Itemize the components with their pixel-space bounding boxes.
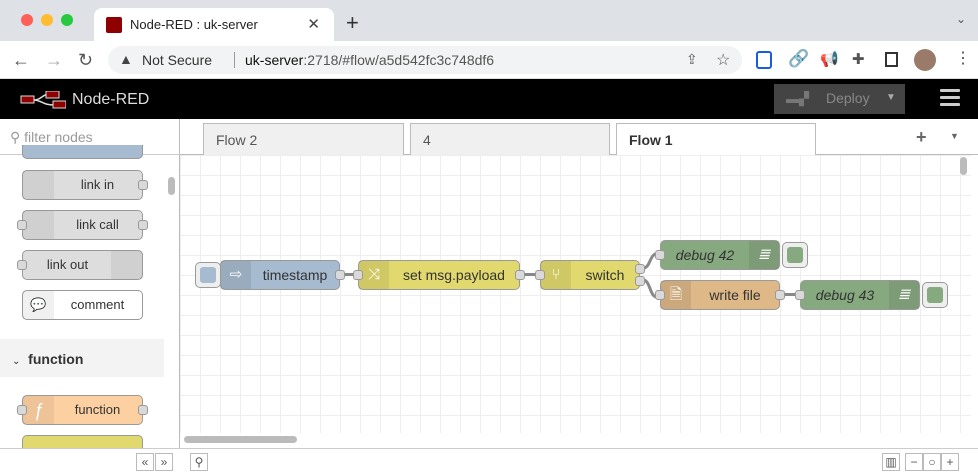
avatar[interactable] bbox=[914, 49, 936, 71]
palette-node-link-call[interactable]: link call bbox=[17, 210, 148, 240]
tab-flow-2[interactable]: Flow 2 bbox=[203, 123, 404, 155]
link-extension-icon[interactable]: 🔗 bbox=[788, 49, 810, 68]
deploy-label: Deploy bbox=[826, 90, 870, 106]
expand-all-button[interactable]: » bbox=[155, 453, 173, 471]
tab-title: Node-RED : uk-server bbox=[130, 17, 258, 32]
workspace-horizontal-scrollbar[interactable] bbox=[184, 436, 297, 443]
comment-icon: 💬 bbox=[23, 291, 54, 319]
palette-scrollbar[interactable] bbox=[168, 177, 175, 195]
url-text: uk-server:2718/#flow/a5d542fc3c748df6 bbox=[234, 52, 494, 68]
deploy-button[interactable]: ▬▞ Deploy ▼ bbox=[774, 84, 905, 114]
tab-flow-1[interactable]: Flow 1 bbox=[616, 123, 816, 156]
extensions-puzzle-icon[interactable]: ✚ bbox=[852, 51, 865, 68]
debug-list-icon: ≣ bbox=[749, 241, 779, 269]
flow-node-timestamp[interactable]: ⇨timestamp bbox=[220, 260, 345, 290]
workspace[interactable]: ⇨timestamp ⤨set msg.payload ⑂switch debu… bbox=[180, 155, 971, 433]
add-flow-icon[interactable]: + bbox=[916, 127, 927, 147]
palette-node-comment[interactable]: 💬comment bbox=[22, 290, 143, 320]
address-bar-row: ← → ↻ ▲ Not Secure uk-server:2718/#flow/… bbox=[0, 41, 978, 79]
browser-tab-bar: Node-RED : uk-server ✕ + ⌄ bbox=[0, 0, 978, 42]
link-out-icon bbox=[111, 251, 142, 279]
nodered-logo-icon bbox=[20, 91, 66, 109]
tab-search-chevron-icon[interactable]: ⌄ bbox=[955, 12, 966, 26]
shuffle-icon: ⤨ bbox=[359, 261, 389, 289]
palette-footer: « » bbox=[0, 448, 180, 474]
search-flows-icon[interactable]: ⚲ bbox=[190, 453, 208, 471]
zoom-reset-button[interactable]: ○ bbox=[923, 453, 941, 471]
bookmark-star-icon[interactable]: ☆ bbox=[716, 52, 731, 69]
navigator-map-icon[interactable]: ▥ bbox=[882, 453, 900, 471]
flow-node-debug-43[interactable]: debug 43≣ bbox=[795, 280, 920, 310]
flow-node-write-file[interactable]: 🗎write file bbox=[655, 280, 785, 310]
filter-placeholder: filter nodes bbox=[24, 129, 93, 145]
favicon-icon bbox=[106, 17, 122, 33]
debug-42-toggle-button[interactable] bbox=[782, 242, 808, 268]
switch-icon: ⑂ bbox=[541, 261, 571, 289]
palette: ⚲ filter nodes link in link call link ou… bbox=[0, 119, 180, 474]
zoom-out-button[interactable]: − bbox=[905, 453, 923, 471]
flow-node-switch[interactable]: ⑂switch bbox=[535, 260, 645, 290]
main-menu-icon[interactable] bbox=[940, 89, 960, 110]
tab-list-dropdown-icon[interactable]: ▼ bbox=[950, 131, 959, 141]
nodered-header: Node-RED ▬▞ Deploy ▼ bbox=[0, 79, 978, 119]
search-icon: ⚲ bbox=[10, 129, 21, 145]
forward-icon[interactable]: → bbox=[45, 50, 63, 70]
close-window-button[interactable] bbox=[21, 14, 33, 26]
deploy-icon: ▬▞ bbox=[786, 91, 809, 106]
flow-node-set-msg-payload[interactable]: ⤨set msg.payload bbox=[353, 260, 525, 290]
security-label: Not Secure bbox=[142, 52, 213, 68]
megaphone-extension-icon[interactable]: 📢 bbox=[820, 51, 839, 68]
collapse-all-button[interactable]: « bbox=[136, 453, 154, 471]
workspace-footer: ⚲ ▥ − ○ + bbox=[180, 448, 978, 474]
back-icon[interactable]: ← bbox=[12, 50, 30, 70]
close-tab-icon[interactable]: ✕ bbox=[307, 16, 320, 33]
side-panel-icon[interactable] bbox=[885, 52, 898, 67]
inject-trigger-button[interactable] bbox=[195, 262, 221, 288]
workspace-vertical-scrollbar[interactable] bbox=[960, 157, 967, 175]
palette-node-link-out[interactable]: link out bbox=[17, 250, 143, 280]
deploy-dropdown-icon[interactable]: ▼ bbox=[886, 92, 896, 103]
chevron-down-icon: ⌄ bbox=[12, 356, 21, 367]
share-icon[interactable]: ⇪ bbox=[686, 51, 698, 67]
maximize-window-button[interactable] bbox=[61, 14, 73, 26]
app-name: Node-RED bbox=[72, 91, 150, 108]
reload-icon[interactable]: ↻ bbox=[78, 50, 94, 70]
palette-node-switch[interactable] bbox=[22, 435, 143, 449]
palette-node-link-in[interactable]: link in bbox=[22, 170, 148, 200]
new-tab-button[interactable]: + bbox=[346, 10, 359, 35]
minimize-window-button[interactable] bbox=[41, 14, 53, 26]
debug-list-icon: ≣ bbox=[889, 281, 919, 309]
link-in-icon bbox=[23, 171, 54, 199]
bitwarden-extension-icon[interactable] bbox=[756, 51, 772, 69]
palette-node-partial[interactable] bbox=[22, 145, 143, 159]
flow-tabs: Flow 2 4 Flow 1 + ▼ bbox=[180, 119, 978, 156]
browser-tab[interactable]: Node-RED : uk-server ✕ bbox=[94, 8, 334, 42]
browser-menu-icon[interactable]: ⋮ bbox=[955, 50, 971, 67]
link-call-icon bbox=[23, 211, 54, 239]
warning-icon: ▲ bbox=[119, 51, 133, 67]
inject-arrow-icon: ⇨ bbox=[221, 261, 251, 289]
function-icon: ƒ bbox=[23, 396, 54, 424]
url-field[interactable]: ▲ Not Secure uk-server:2718/#flow/a5d542… bbox=[108, 46, 742, 74]
zoom-in-button[interactable]: + bbox=[941, 453, 959, 471]
file-icon: 🗎 bbox=[661, 281, 691, 309]
tab-4[interactable]: 4 bbox=[410, 123, 610, 155]
debug-43-toggle-button[interactable] bbox=[922, 282, 948, 308]
palette-category-function[interactable]: ⌄ function bbox=[0, 339, 164, 377]
flow-node-debug-42[interactable]: debug 42≣ bbox=[655, 240, 780, 270]
